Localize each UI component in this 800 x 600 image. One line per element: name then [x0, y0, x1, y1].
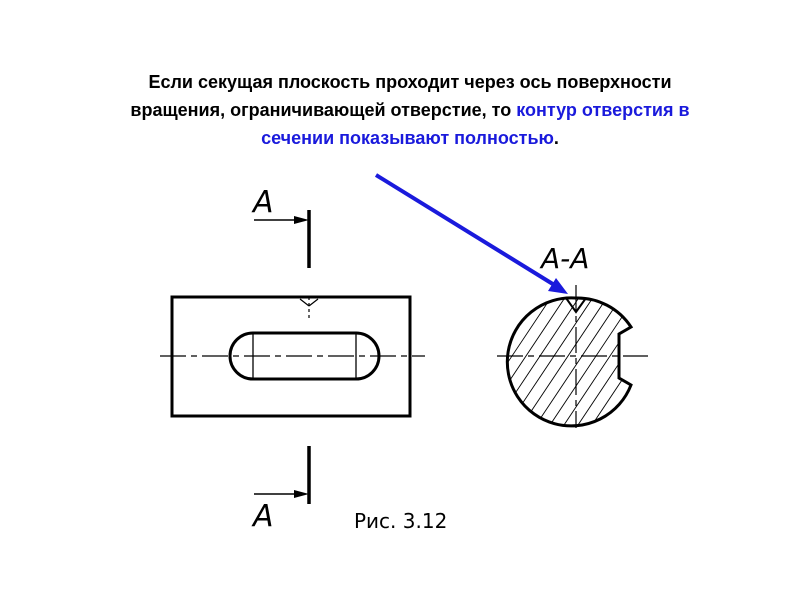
section-view: А-А	[497, 242, 648, 428]
caption-highlight-2: сечении показывают полностью	[261, 128, 554, 148]
caption-highlight-1: контур отверстия в	[516, 100, 690, 120]
caption-line-1: Если секущая плоскость проходит через ос…	[148, 72, 672, 92]
caption-line-3: сечении показывают полностью.	[40, 124, 780, 152]
pointer-arrow	[374, 173, 568, 294]
section-label: А-А	[539, 242, 589, 275]
figure-label: Рис. 3.12	[354, 509, 448, 533]
cut-label-bottom: А	[251, 499, 274, 534]
cut-label-top: А	[251, 185, 274, 220]
cutting-plane-top: А	[251, 185, 311, 268]
cutting-plane-bottom: А	[251, 446, 311, 534]
caption-line-2-text: вращения, ограничивающей отверстие, то	[130, 100, 517, 120]
explanation-text: Если секущая плоскость проходит через ос…	[40, 68, 780, 152]
caption-period: .	[553, 128, 559, 148]
caption-line-2: вращения, ограничивающей отверстие, то к…	[40, 96, 780, 124]
plate-view	[160, 295, 425, 418]
